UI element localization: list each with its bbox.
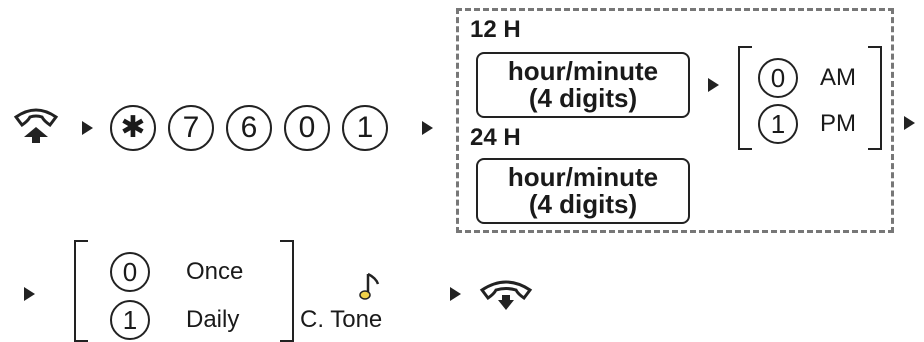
key-1: 1 xyxy=(758,104,798,144)
flow-arrow xyxy=(708,78,719,92)
daily-label: Daily xyxy=(186,306,240,333)
key-0: 0 xyxy=(284,105,330,151)
mode-12h-label: 12 H xyxy=(470,16,521,43)
pm-label: PM xyxy=(820,110,856,137)
flow-arrow xyxy=(450,287,461,301)
key-1: 1 xyxy=(342,105,388,151)
key-6: 6 xyxy=(226,105,272,151)
once-label: Once xyxy=(186,258,244,285)
mode-24h-label: 24 H xyxy=(470,124,521,151)
musical-note-icon xyxy=(359,272,380,300)
phone-hang-up-icon xyxy=(479,280,533,310)
time-entry-group xyxy=(456,8,894,233)
time-input-box-12h: hour/minute (4 digits) xyxy=(476,52,690,118)
box-line-2: (4 digits) xyxy=(528,189,638,219)
phone-off-hook-icon xyxy=(13,108,59,143)
box-line-1: hour/minute xyxy=(507,162,659,192)
bracket-left xyxy=(738,46,752,150)
key-0: 0 xyxy=(110,252,150,292)
box-line-2: (4 digits) xyxy=(528,83,638,113)
key-7: 7 xyxy=(168,105,214,151)
am-label: AM xyxy=(820,64,856,91)
box-line-1: hour/minute xyxy=(507,56,659,86)
flow-arrow xyxy=(904,116,915,130)
key-0: 0 xyxy=(758,58,798,98)
key-star: ✱ xyxy=(110,105,156,151)
flow-arrow xyxy=(82,121,93,135)
confirmation-tone-label: C. Tone xyxy=(300,306,383,333)
flow-arrow xyxy=(422,121,433,135)
time-input-box-24h: hour/minute (4 digits) xyxy=(476,158,690,224)
key-1: 1 xyxy=(110,300,150,340)
bracket-right xyxy=(868,46,882,150)
bracket-left xyxy=(74,240,88,342)
flow-arrow xyxy=(24,287,35,301)
bracket-right xyxy=(280,240,294,342)
